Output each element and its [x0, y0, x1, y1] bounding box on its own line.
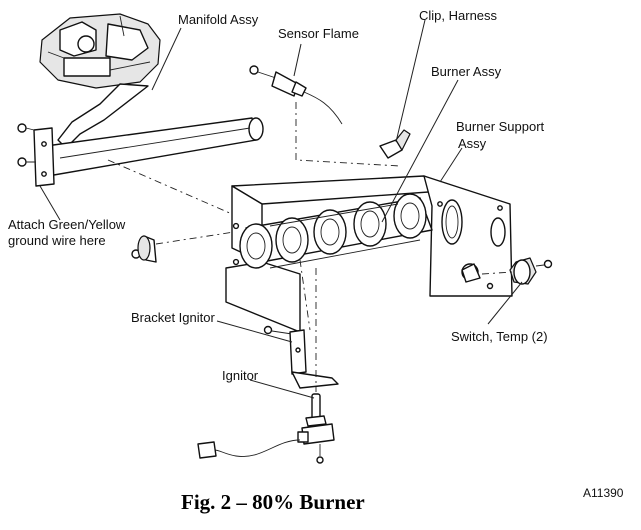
leader-lines — [39, 19, 523, 399]
label-sensor-flame: Sensor Flame — [278, 26, 359, 41]
alignment-lines — [107, 102, 513, 392]
flame-sensor — [249, 65, 343, 125]
label-ground-wire-line2: ground wire here — [8, 233, 106, 248]
temp-switch-left — [131, 235, 157, 263]
label-burner-assy: Burner Assy — [431, 64, 502, 79]
temp-switch-right — [461, 257, 553, 285]
figure-code: A11390 — [583, 486, 624, 500]
label-burner-support-line1: Burner Support — [456, 119, 545, 134]
label-bracket-ignitor: Bracket Ignitor — [131, 310, 215, 325]
ignitor-bracket — [263, 325, 339, 389]
label-switch-temp: Switch, Temp (2) — [451, 329, 548, 344]
label-ground-wire-line1: Attach Green/Yellow — [8, 217, 126, 232]
ignitor — [197, 393, 335, 464]
harness-clip — [379, 129, 411, 159]
label-clip-harness: Clip, Harness — [419, 8, 498, 23]
manifold-assembly — [17, 13, 264, 187]
figure-caption: Fig. 2 – 80% Burner — [181, 490, 365, 514]
label-manifold-assy: Manifold Assy — [178, 12, 259, 27]
label-burner-support-line2: Assy — [458, 136, 487, 151]
burner-support-assembly — [225, 175, 513, 333]
label-ignitor: Ignitor — [222, 368, 259, 383]
burner-assembly — [239, 193, 433, 269]
